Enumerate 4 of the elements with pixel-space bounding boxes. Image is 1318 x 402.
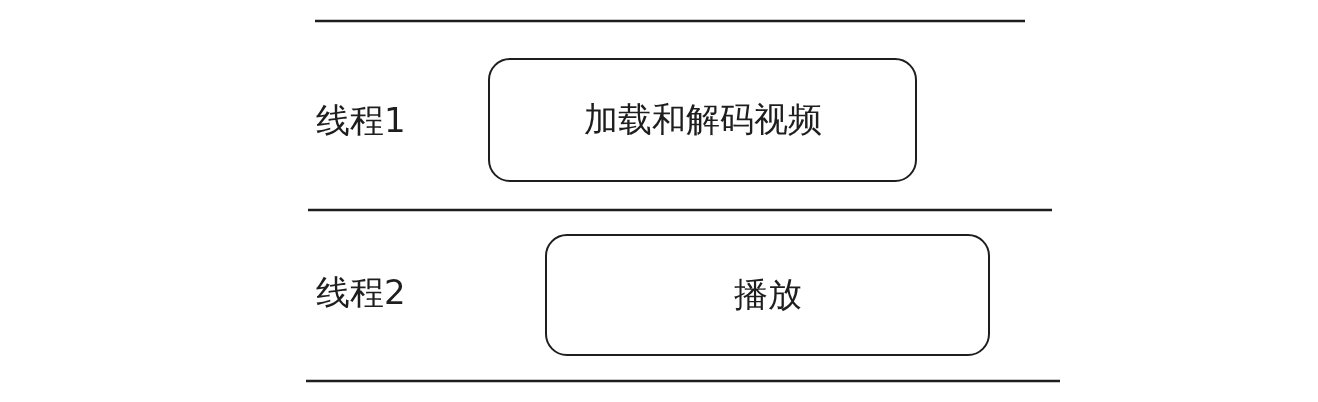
process-box: 加载和解码视频 xyxy=(488,58,917,182)
process-box: 播放 xyxy=(545,234,990,356)
lane-label: 线程1 xyxy=(316,100,406,140)
lane-label: 线程2 xyxy=(316,272,406,312)
